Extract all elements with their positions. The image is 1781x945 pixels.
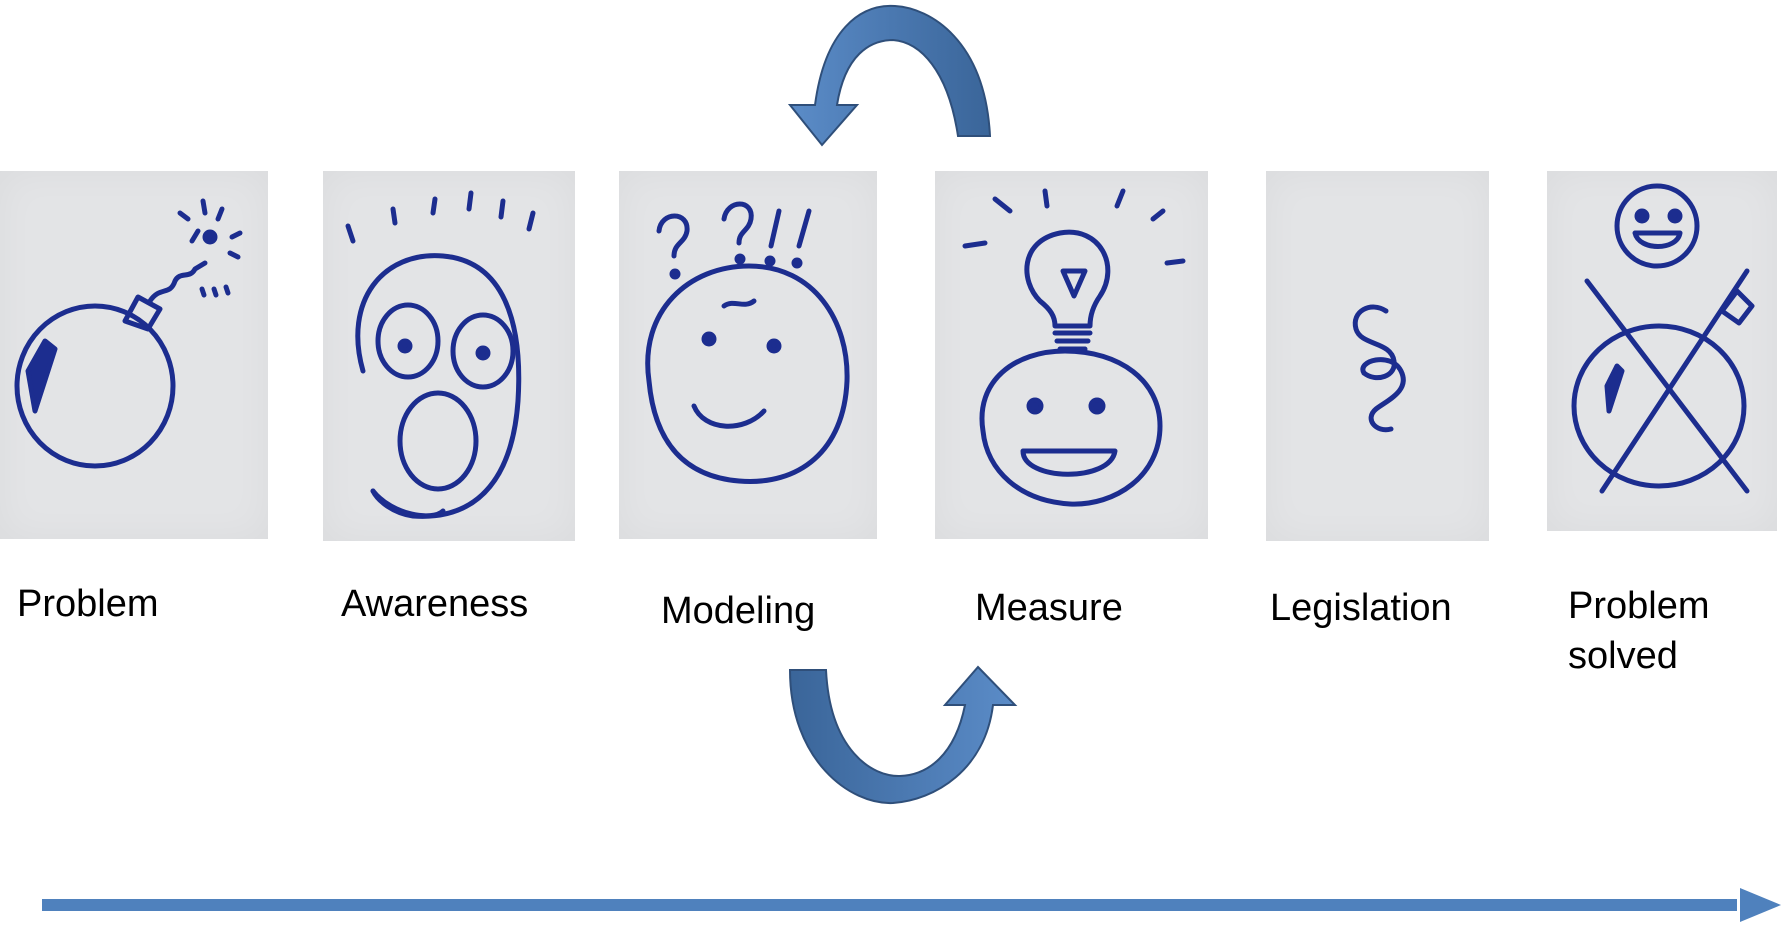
puzzled-face-icon [645,201,850,484]
label-measure: Measure [975,587,1123,629]
card-problem [0,171,268,539]
card-problem-solved [1547,171,1777,531]
timeline-arrow-head [1740,888,1781,922]
defused-bomb-icon [1571,183,1755,494]
card-modeling [619,171,877,539]
label-awareness: Awareness [341,583,529,625]
curved-arrow-top-icon [787,4,992,147]
bomb-icon [14,198,243,469]
section-sign-icon [1352,304,1406,433]
shocked-face-icon [345,190,536,519]
label-problem-solved-line2: solved [1568,635,1678,677]
label-problem-solved-line1: Problem [1568,585,1710,627]
card-measure [935,171,1208,539]
label-modeling: Modeling [661,590,816,632]
curved-arrow-bottom-icon [788,665,1018,805]
card-legislation [1266,171,1489,541]
card-awareness [323,171,575,541]
timeline-arrow-shaft [42,899,1737,911]
lightbulb-face-icon [962,188,1186,507]
label-legislation: Legislation [1270,587,1452,629]
label-problem: Problem [17,583,159,625]
